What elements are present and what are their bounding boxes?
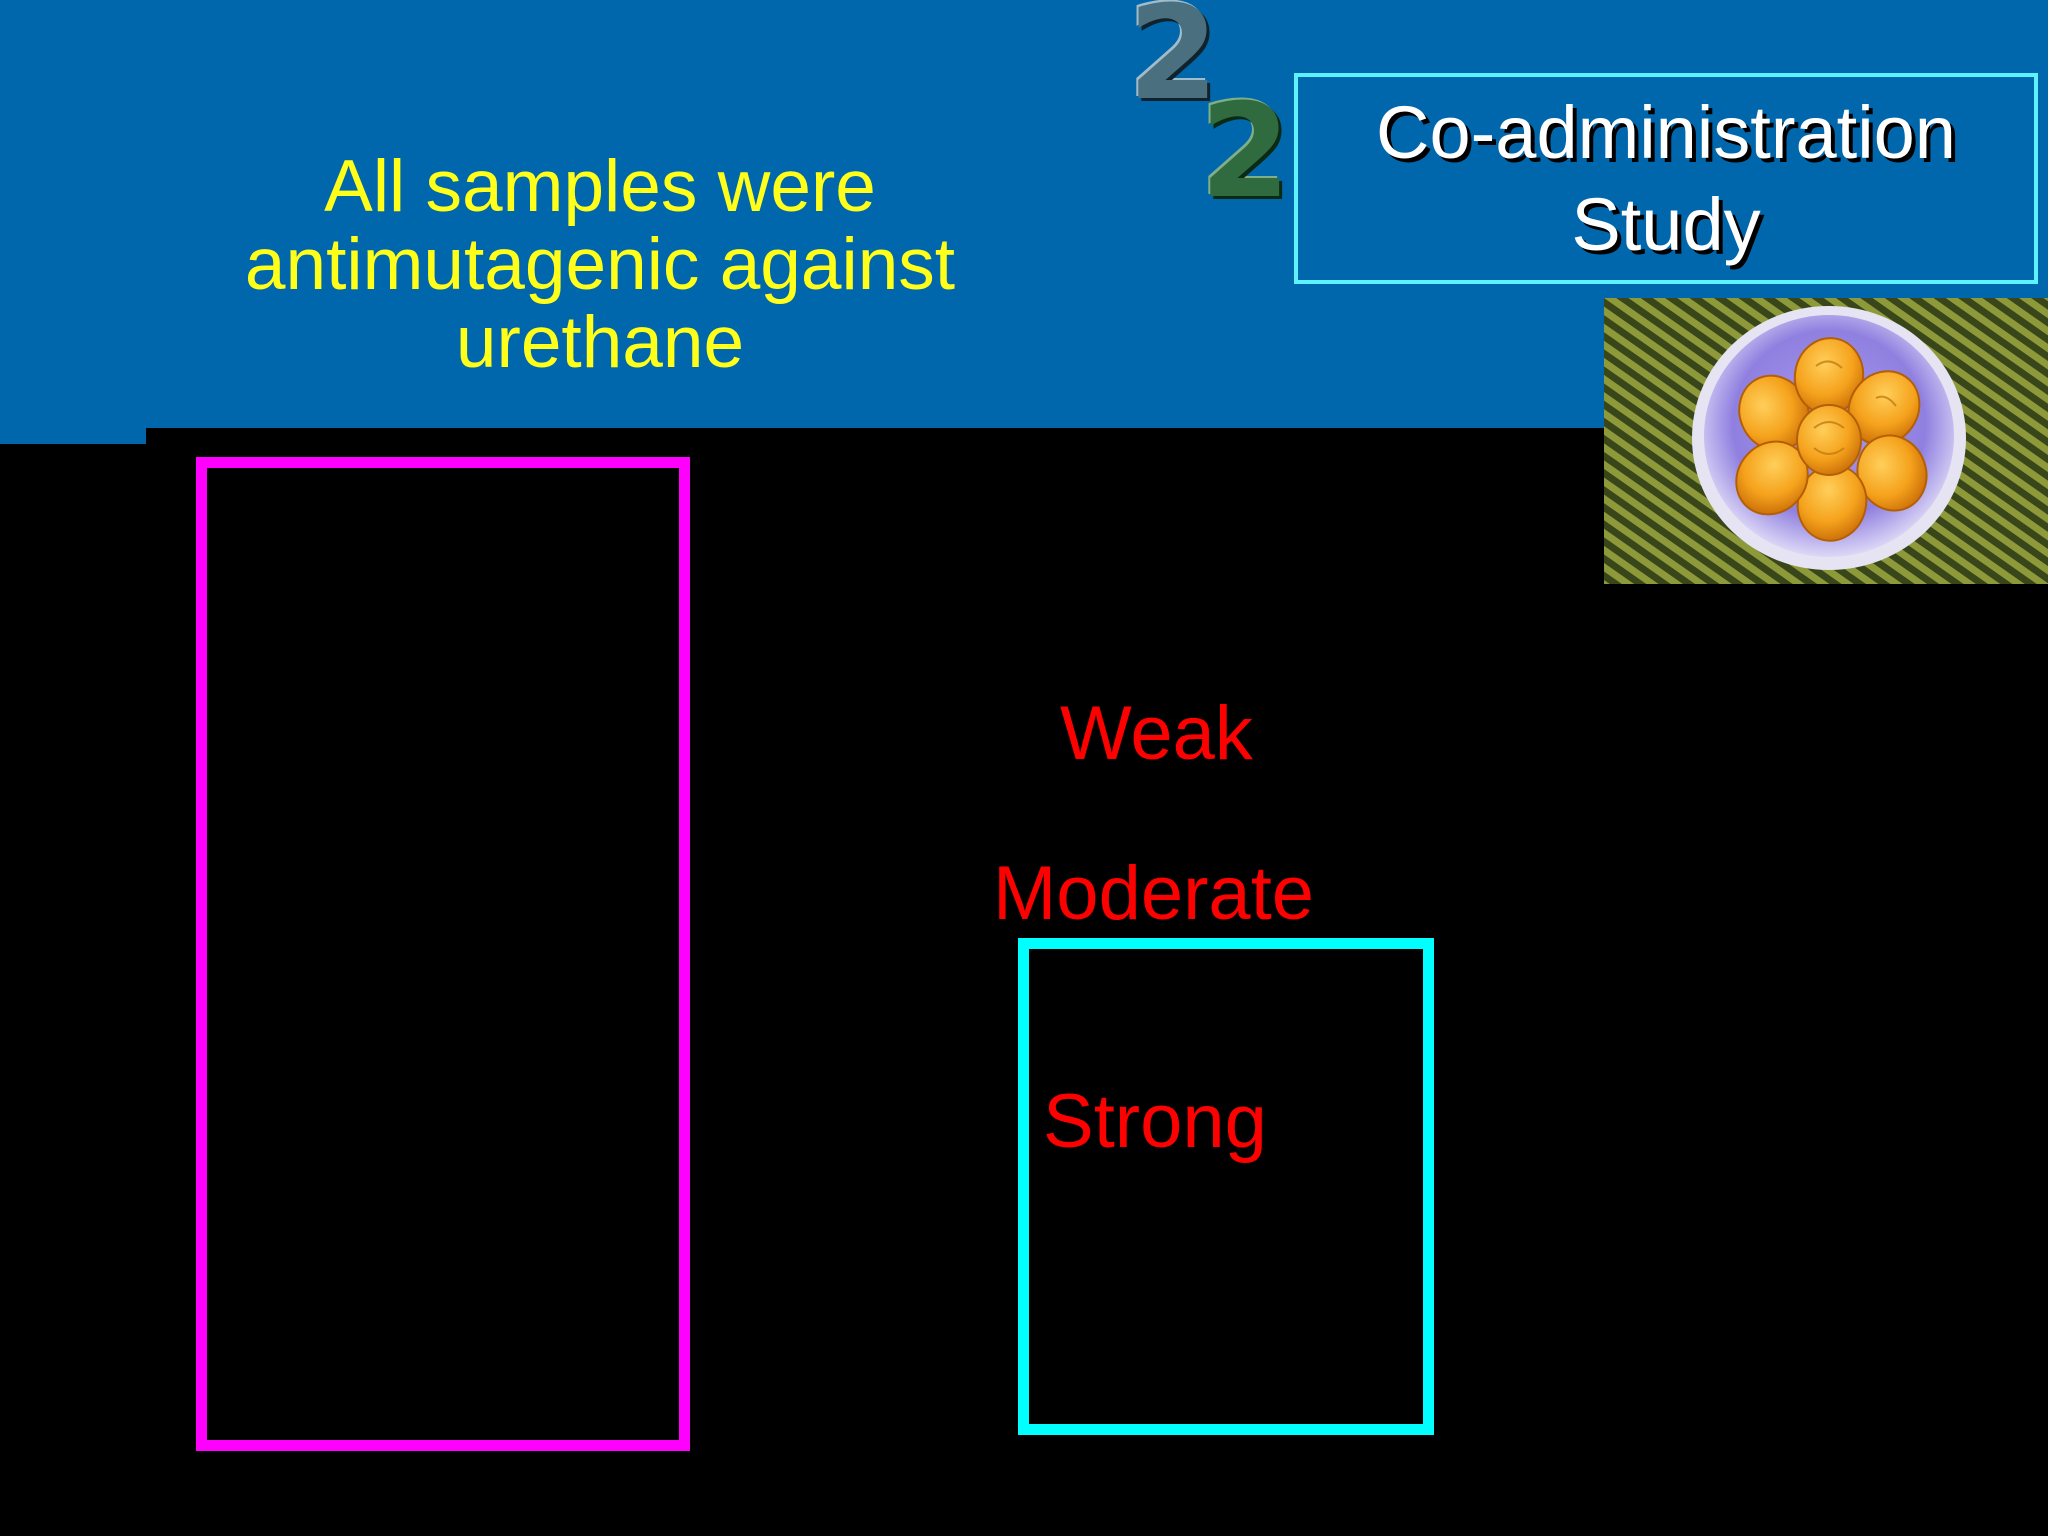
- level-moderate-label: Moderate: [993, 851, 1315, 936]
- cyan-outline-box: [1018, 938, 1434, 1435]
- corner-digit-lower: 2: [1200, 75, 1291, 227]
- level-strong-label: Strong: [1043, 1079, 1267, 1164]
- level-weak-label: Weak: [1060, 691, 1253, 776]
- corner-digit-upper: 2: [1128, 0, 1219, 129]
- study-title-line-2: Study: [1571, 182, 1761, 266]
- headline-line-3: urethane: [455, 302, 745, 383]
- header-notch: [0, 428, 146, 444]
- magenta-outline-box: [196, 457, 690, 1451]
- study-title-box: Co-administration Study: [1294, 73, 2038, 284]
- headline: All samples were antimutagenic against u…: [150, 148, 1050, 382]
- plate-of-orange-pastries-icon: [1604, 298, 2048, 584]
- study-title-line-1: Co-administration: [1376, 90, 1956, 174]
- headline-line-2: antimutagenic against: [244, 224, 956, 305]
- headline-line-1: All samples were: [324, 146, 876, 227]
